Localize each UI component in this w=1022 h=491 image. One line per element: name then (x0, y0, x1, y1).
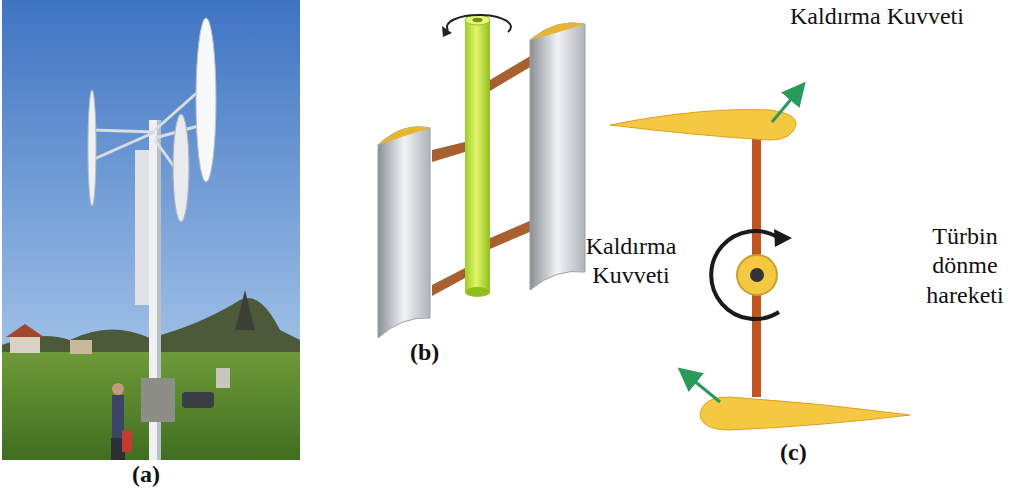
force-label: Kaldırma Kuvveti (790, 2, 964, 31)
rotation-label: Türbin dönme hareketi (912, 222, 1018, 310)
panel-caption: (b) (410, 338, 439, 367)
panel-caption: (c) (780, 438, 807, 467)
top-view-schematic (610, 91, 910, 430)
turbine-photo (2, 0, 300, 460)
force-label: Kaldırma Kuvveti (562, 232, 700, 291)
darrieus-schematic (378, 15, 585, 338)
panel-caption: (a) (132, 460, 160, 489)
